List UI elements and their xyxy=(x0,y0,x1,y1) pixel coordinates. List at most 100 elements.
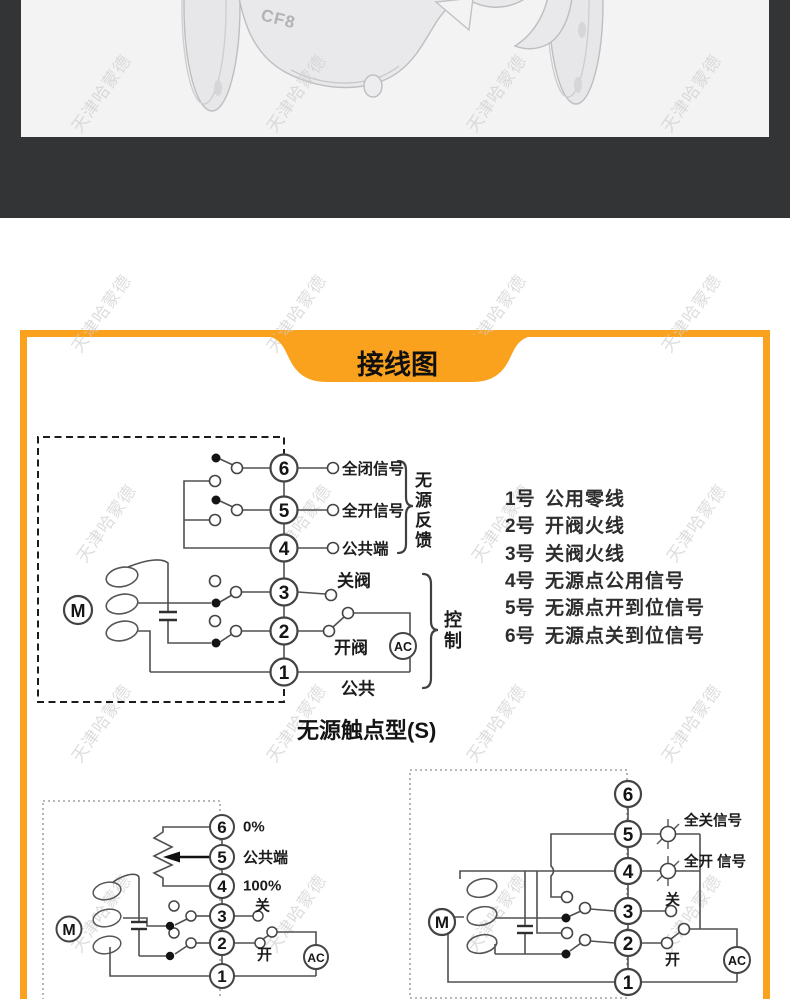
legend-desc: 开阀火线 xyxy=(545,516,626,538)
main-motor-label: M xyxy=(71,601,86,621)
legend-num: 4号 xyxy=(505,571,535,593)
br-motor-label: M xyxy=(435,913,449,932)
legend-row: 5号无源点开到位信号 xyxy=(505,593,705,620)
legend-num: 6号 xyxy=(505,625,535,647)
bl-wiper-arrow-head xyxy=(163,851,180,863)
br-motor-coils xyxy=(466,877,498,955)
bl-label-100pct: 100% xyxy=(243,877,282,895)
br-lamp-rays xyxy=(656,819,680,886)
main-ac-label: AC xyxy=(394,640,412,654)
svg-text:3: 3 xyxy=(217,907,226,926)
svg-text:4: 4 xyxy=(217,877,227,896)
bl-motor-coils xyxy=(92,881,122,955)
legend-row: 1号公用零线 xyxy=(505,484,705,511)
legend-desc: 无源点公用信号 xyxy=(545,571,686,593)
svg-text:6: 6 xyxy=(623,785,634,806)
svg-text:1: 1 xyxy=(279,663,290,684)
br-label-open-signal: 全开 信号 xyxy=(684,854,747,871)
bl-ac-label: AC xyxy=(307,951,325,965)
label-common-terminal: 公共端 xyxy=(342,541,389,558)
main-terminals xyxy=(62,453,417,687)
br-closed-contact-dots xyxy=(561,913,571,959)
bl-label-0pct: 0% xyxy=(243,818,265,836)
bl-label-common-terminal: 公共端 xyxy=(243,849,289,867)
legend-row: 4号无源点公用信号 xyxy=(505,566,705,593)
valve-drain-boss xyxy=(363,74,383,98)
label-close-valve: 关阀 xyxy=(337,571,371,591)
bl-terminal-numbers: 6 5 4 3 2 1 xyxy=(217,818,227,986)
label-open-valve: 开阀 xyxy=(334,638,368,658)
svg-text:2: 2 xyxy=(279,622,290,643)
svg-text:5: 5 xyxy=(623,825,634,846)
svg-text:5: 5 xyxy=(279,501,290,522)
svg-text:2: 2 xyxy=(623,934,634,955)
main-motor-coils xyxy=(105,566,139,642)
valve-photo: CF8 xyxy=(21,0,769,137)
valve-yoke-arm xyxy=(467,0,525,8)
open-signal-lamp-icon xyxy=(659,862,677,880)
legend-row: 3号关阀火线 xyxy=(505,539,705,566)
legend-desc: 关阀火线 xyxy=(545,543,626,565)
bl-closed-contact-dots xyxy=(165,921,175,961)
valve-yoke-opening xyxy=(434,0,474,32)
terminal-legend: 1号公用零线 2号开阀火线 3号关阀火线 4号无源点公用信号 5号无源点开到位信… xyxy=(505,484,705,648)
legend-row: 6号无源点关到位信号 xyxy=(505,620,705,647)
label-closed-signal: 全闭信号 xyxy=(342,461,405,478)
actuator-dashed-boundary xyxy=(37,436,285,703)
bl-label-open: 开 xyxy=(257,946,273,964)
bl-terminals xyxy=(55,814,329,989)
br-ac-label: AC xyxy=(728,954,746,968)
valve-body xyxy=(238,0,460,89)
br-label-closed-signal: 全关信号 xyxy=(684,813,742,830)
main-terminal-numbers: 6 5 4 3 2 1 xyxy=(279,459,290,684)
closed-signal-lamp-icon xyxy=(659,825,677,843)
label-control-group: 控制 xyxy=(442,610,462,652)
dark-divider-band xyxy=(0,137,790,218)
br-label-open: 开 xyxy=(665,951,681,969)
banner-tab-shape xyxy=(262,335,537,382)
svg-text:5: 5 xyxy=(217,848,226,867)
svg-text:3: 3 xyxy=(279,583,290,604)
legend-num: 3号 xyxy=(505,543,535,565)
label-passive-feedback-group: 无源反馈 xyxy=(412,471,431,551)
br-label-close: 关 xyxy=(665,891,681,909)
wiring-diagram-panel xyxy=(20,330,770,999)
svg-text:4: 4 xyxy=(623,862,634,883)
bl-contacts xyxy=(168,900,278,949)
main-capacitor xyxy=(159,610,177,622)
bottom-right-diagram: 6 5 4 3 2 1 M AC xyxy=(409,769,751,999)
svg-text:6: 6 xyxy=(217,818,226,837)
svg-text:1: 1 xyxy=(217,967,226,986)
valve-right-neck xyxy=(513,0,573,50)
main-closed-contact-dots xyxy=(211,453,221,648)
legend-desc: 无源点开到位信号 xyxy=(545,598,706,620)
br-dotted-boundary xyxy=(409,769,628,999)
bl-capacitor xyxy=(131,920,147,931)
label-open-signal: 全开信号 xyxy=(342,503,405,520)
bottom-left-diagram: 6 5 4 3 2 1 M AC xyxy=(42,800,329,999)
photo-strip: CF8 xyxy=(0,0,790,137)
svg-text:1: 1 xyxy=(623,973,634,994)
legend-desc: 无源点关到位信号 xyxy=(545,625,706,647)
bl-motor-label: M xyxy=(62,922,75,939)
legend-num: 2号 xyxy=(505,516,535,538)
br-terminal-numbers: 6 5 4 3 2 1 xyxy=(623,785,634,994)
valve-illustration: CF8 xyxy=(181,0,604,112)
br-capacitor xyxy=(517,924,533,935)
svg-text:3: 3 xyxy=(623,902,634,923)
legend-desc: 公用零线 xyxy=(545,489,626,511)
legend-num: 5号 xyxy=(505,598,535,620)
bl-label-close: 关 xyxy=(255,897,271,915)
label-common: 公共 xyxy=(341,679,375,699)
legend-num: 1号 xyxy=(505,489,535,511)
main-diagram-caption: 无源触点型(S) xyxy=(297,718,437,743)
legend-row: 2号开阀火线 xyxy=(505,511,705,538)
br-contacts xyxy=(560,825,691,950)
bl-dotted-boundary xyxy=(42,800,221,999)
svg-text:2: 2 xyxy=(217,934,226,953)
main-diagram: 6 5 4 3 2 1 M AC xyxy=(37,436,439,703)
panel-title: 接线图 xyxy=(357,350,438,380)
br-terminals xyxy=(427,779,751,997)
